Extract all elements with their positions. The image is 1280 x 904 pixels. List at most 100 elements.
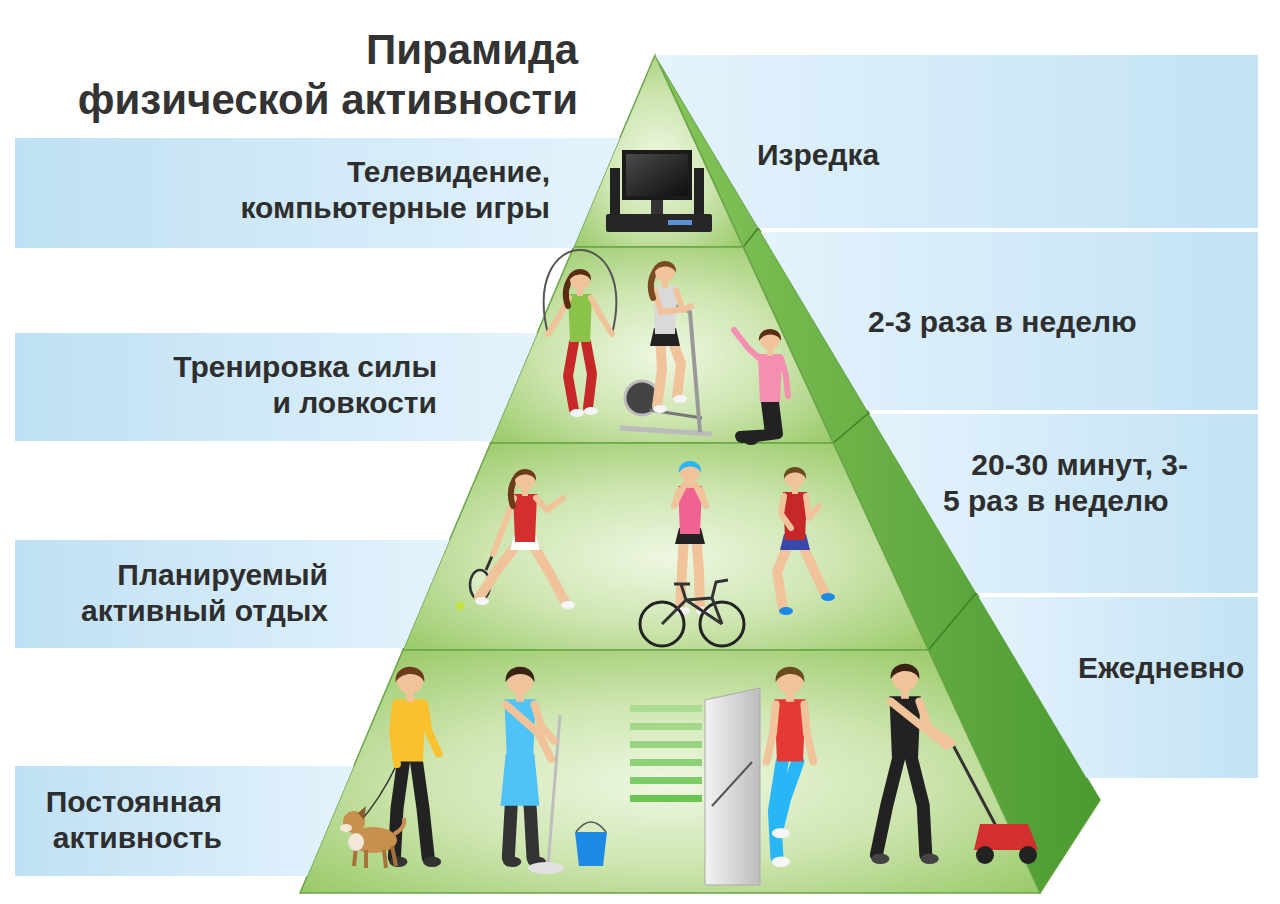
- stair-step: [630, 723, 702, 730]
- arm: [767, 704, 776, 761]
- shoe: [423, 857, 441, 867]
- arm: [734, 330, 759, 358]
- dog-tail: [394, 818, 404, 834]
- frequency-label: Ежедневно: [1078, 650, 1247, 686]
- shoe: [779, 607, 793, 615]
- frequency-label: Изредка: [757, 137, 882, 173]
- leg: [748, 402, 778, 438]
- arm: [781, 496, 791, 528]
- leg: [586, 342, 592, 408]
- category-label: Телевидение, компьютерные игры: [238, 154, 550, 226]
- arm: [695, 484, 706, 506]
- bike-frame: [662, 580, 728, 624]
- category-band: Тренировка силы и ловкости: [15, 333, 537, 441]
- hair: [679, 461, 701, 473]
- person-figure: [650, 261, 691, 413]
- person-figure: [475, 469, 575, 609]
- tv-frame: [622, 150, 692, 200]
- person-figure: [871, 664, 952, 864]
- frequency-band: 20-30 минут, 3-5 раз в неделю: [869, 414, 1258, 593]
- hair: [396, 667, 425, 683]
- leg: [531, 542, 565, 602]
- torso: [758, 354, 782, 402]
- category-band: Планируемый активный отдых: [15, 540, 450, 648]
- shoe: [673, 395, 687, 403]
- leg: [777, 762, 798, 830]
- shoe: [821, 593, 835, 601]
- arm: [781, 358, 788, 396]
- leg: [417, 762, 429, 858]
- arm: [804, 704, 813, 761]
- category-band: Телевидение, компьютерные игры: [15, 138, 620, 248]
- leg: [912, 759, 926, 855]
- dog-muzzle: [340, 824, 352, 832]
- person-figure: [501, 667, 554, 867]
- stair-step: [630, 795, 702, 802]
- shoe: [921, 854, 939, 864]
- bucket: [575, 832, 607, 866]
- shoe: [570, 409, 584, 417]
- shoe: [475, 597, 489, 605]
- stair-wall: [705, 688, 760, 885]
- person-figure: [767, 667, 814, 867]
- stair-rail: [712, 762, 752, 806]
- arm: [919, 701, 952, 743]
- hair: [569, 269, 591, 281]
- torso: [513, 494, 537, 542]
- diagram-title: Пирамида физической активности: [75, 25, 578, 125]
- hair: [891, 664, 920, 680]
- bucket-handle: [576, 822, 606, 832]
- tier-edge: [743, 228, 758, 247]
- pyramid-tier: [300, 650, 1040, 893]
- hair: [506, 667, 535, 683]
- mower-handle: [952, 743, 996, 826]
- arm: [424, 704, 438, 753]
- stair-step: [630, 741, 702, 748]
- category-label: Планируемый активный отдых: [78, 557, 328, 629]
- person-figure: [389, 667, 441, 867]
- tier-edge: [928, 593, 976, 650]
- leg: [876, 759, 898, 855]
- person-figure: [777, 467, 835, 615]
- person-figure: [674, 461, 710, 615]
- leg: [479, 542, 519, 598]
- hair: [654, 261, 676, 273]
- arm: [674, 484, 685, 506]
- leg: [568, 342, 574, 410]
- shoe: [871, 854, 889, 864]
- frequency-band: Изредка: [655, 55, 1258, 228]
- frequency-band: Ежедневно: [979, 597, 1258, 778]
- stair-step: [630, 705, 702, 712]
- hair: [514, 469, 536, 481]
- person-figure: [734, 329, 788, 445]
- stair-step: [630, 759, 702, 766]
- category-band: Постоянная активность: [15, 766, 354, 876]
- leg: [680, 534, 684, 608]
- frequency-label: 20-30 минут, 3-5 раз в неделю: [943, 447, 1198, 519]
- category-label: Тренировка силы и ловкости: [171, 349, 437, 421]
- mower-wheel: [1019, 846, 1037, 864]
- category-label: Постоянная активность: [43, 784, 222, 856]
- dvd-player: [606, 214, 712, 232]
- frequency-label: 2-3 раза в неделю: [868, 304, 1139, 340]
- stair-step: [630, 777, 702, 784]
- person-figure: [548, 269, 612, 417]
- leg: [696, 534, 700, 608]
- torso: [783, 492, 807, 540]
- mop-head: [528, 862, 564, 874]
- hair: [776, 667, 805, 683]
- frequency-band: 2-3 раза в неделю: [761, 232, 1258, 410]
- tv-screen: [626, 154, 688, 196]
- shoe: [653, 405, 667, 413]
- arm: [393, 704, 397, 764]
- dog-chest: [348, 833, 364, 851]
- pyramid-tier: [491, 247, 834, 443]
- tv-stand: [651, 200, 663, 214]
- shoe: [503, 857, 521, 867]
- pyramid-tier: [403, 443, 928, 650]
- shoe: [772, 857, 790, 867]
- arm: [534, 704, 554, 740]
- arm: [676, 290, 691, 310]
